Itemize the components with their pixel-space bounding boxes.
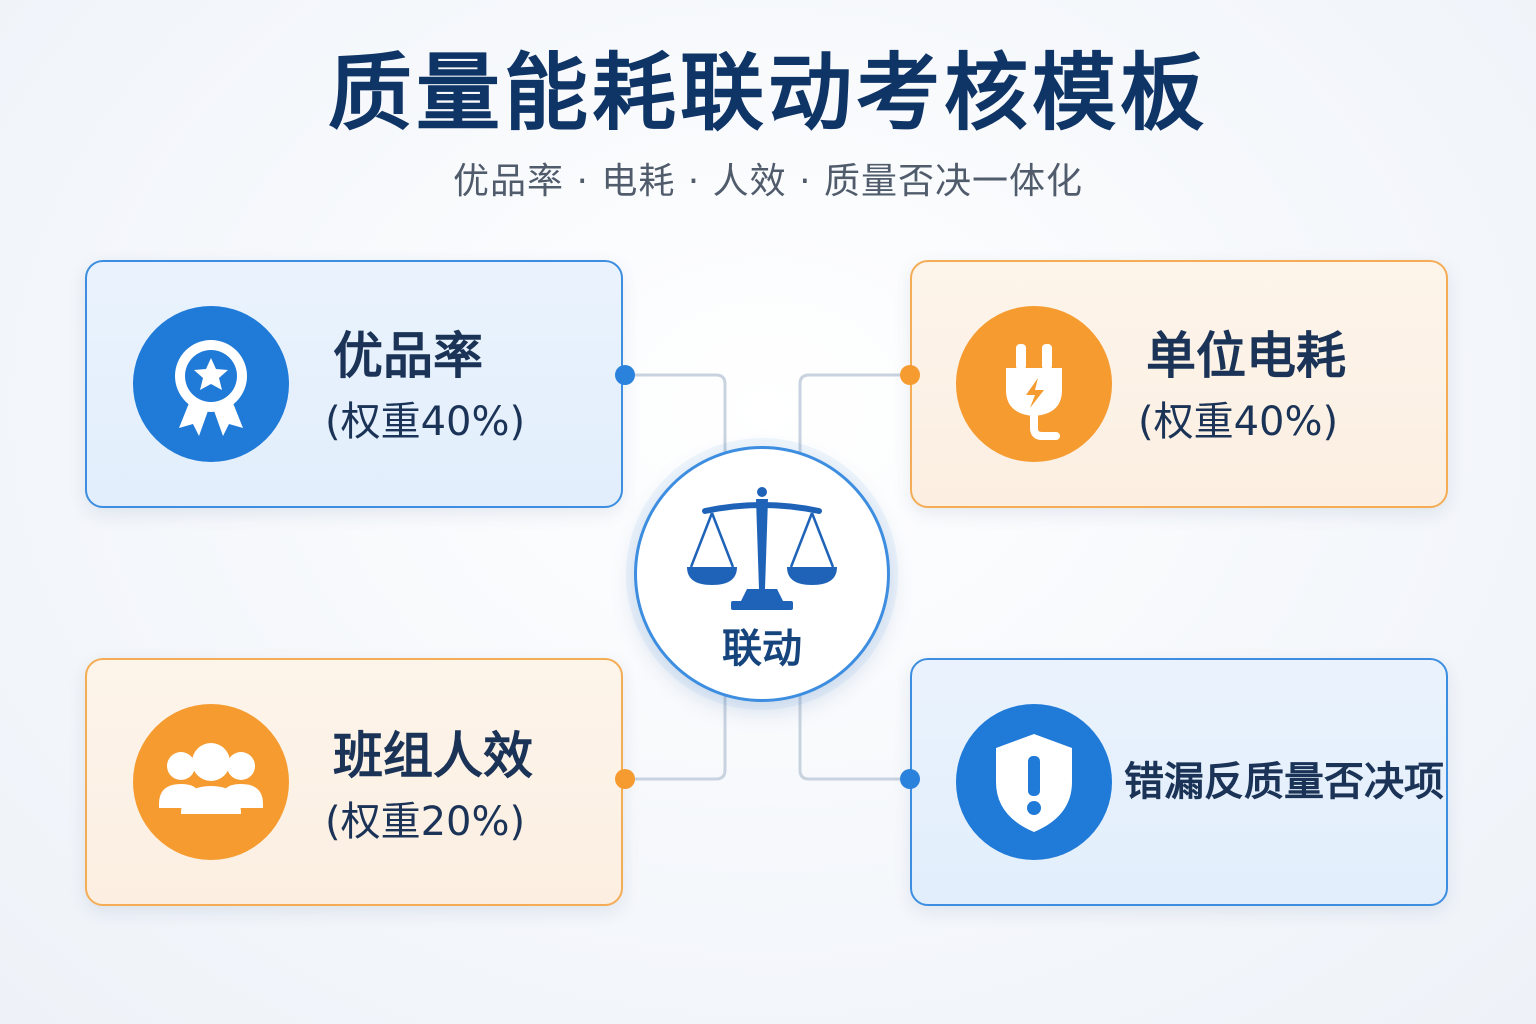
card-weight: (权重40%)	[325, 399, 526, 445]
card-weight: (权重20%)	[325, 799, 526, 845]
connector-dot	[900, 365, 920, 385]
page-title: 质量能耗联动考核模板	[327, 44, 1208, 142]
card-quality-veto: 错漏反质量否决项	[910, 658, 1448, 906]
connector-dot	[615, 769, 635, 789]
linkage-hub: 联动	[634, 446, 890, 702]
card-quality-rate: 优品率 (权重40%)	[85, 260, 623, 508]
award-ribbon-icon	[133, 306, 289, 462]
connector-bottom-left	[635, 696, 727, 781]
connector-bottom-right	[798, 696, 900, 781]
card-title: 班组人效	[333, 727, 533, 785]
card-title: 优品率	[333, 327, 483, 385]
card-unit-power: 单位电耗 (权重40%)	[910, 260, 1448, 508]
hub-label: 联动	[722, 626, 802, 672]
connector-top-left	[635, 373, 727, 452]
team-people-icon	[133, 704, 289, 860]
card-team-efficiency: 班组人效 (权重20%)	[85, 658, 623, 906]
page-subtitle: 优品率 · 电耗 · 人效 · 质量否决一体化	[453, 161, 1083, 202]
connector-dot	[615, 365, 635, 385]
card-weight: (权重40%)	[1138, 399, 1339, 445]
connector-top-right	[798, 373, 900, 452]
card-title: 单位电耗	[1146, 327, 1346, 385]
connector-dot	[900, 769, 920, 789]
scale-icon	[687, 487, 837, 610]
power-plug-icon	[956, 306, 1112, 462]
card-title: 错漏反质量否决项	[1124, 759, 1444, 805]
shield-alert-icon	[956, 704, 1112, 860]
